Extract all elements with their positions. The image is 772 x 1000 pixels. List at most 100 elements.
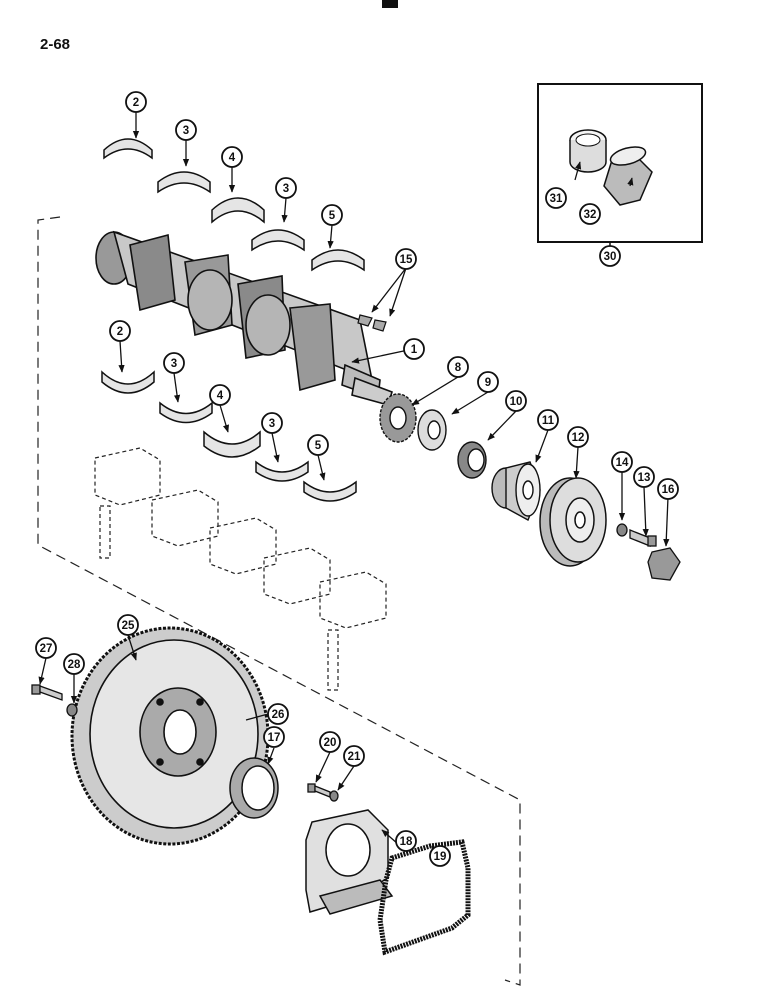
callout-number: 21 [348,751,361,763]
callout-number: 31 [550,193,563,205]
callout-number: 13 [638,472,651,484]
callout-3: 3 [275,177,297,199]
callout-number: 16 [662,484,675,496]
callout-number: 27 [40,643,53,655]
callout-21: 21 [343,745,365,767]
callout-10: 10 [505,390,527,412]
upper-bearing-shells [103,138,365,272]
callout-number: 19 [434,851,447,863]
callout-number: 4 [217,390,224,402]
callout-circle [209,384,231,406]
callout-circle [275,177,297,199]
callout-number: 9 [485,377,491,389]
callout-3: 3 [175,119,197,141]
callout-circle [633,466,655,488]
callout-circle [477,371,499,393]
callout-26: 26 [267,703,289,725]
pulley-hub [491,461,541,521]
callout-number: 20 [324,737,337,749]
callout-labels: 1234352343589101112131415161718192021252… [35,91,679,867]
crank-pulley [539,477,607,567]
callout-4: 4 [209,384,231,406]
bushing-part-31 [569,129,607,173]
flywheel [70,626,270,846]
callout-circle [447,356,469,378]
callout-circle [567,426,589,448]
callout-number: 17 [268,732,281,744]
callout-circle [657,478,679,500]
callout-number: 2 [133,97,139,109]
callout-3: 3 [163,352,185,374]
callout-2: 2 [125,91,147,113]
callout-number: 25 [122,620,135,632]
callout-number: 12 [572,432,585,444]
flywheel-bolt [31,684,78,717]
callout-number: 1 [411,344,418,356]
crank-gear [379,393,417,443]
bushing-part-32 [603,146,653,206]
callout-circle [545,187,567,209]
callout-circle [109,320,131,342]
callout-circle [599,245,621,267]
crankshaft [95,230,393,406]
callout-number: 11 [542,415,555,427]
page-number: 2-68 [40,36,71,53]
callout-20: 20 [319,731,341,753]
callout-circle [163,352,185,374]
callout-circle [579,203,601,225]
woodruff-keys [357,314,387,332]
retainer-gasket [377,839,471,956]
callout-13: 13 [633,466,655,488]
callout-18: 18 [395,830,417,852]
callout-19: 19 [429,845,451,867]
callout-12: 12 [567,426,589,448]
callout-circle [35,637,57,659]
callout-number: 2 [117,326,123,338]
callout-number: 8 [455,362,462,374]
callout-circle [307,434,329,456]
callout-circle [221,146,243,168]
front-seal [457,441,487,479]
callout-9: 9 [477,371,499,393]
callout-number: 3 [269,418,275,430]
retainer-bolt [307,783,339,802]
callout-32: 32 [579,203,601,225]
callout-8: 8 [447,356,469,378]
callout-number: 15 [400,254,413,266]
callout-number: 5 [329,210,336,222]
callout-25: 25 [117,614,139,636]
callout-28: 28 [63,653,85,675]
lower-bearing-shells [101,370,357,502]
inset-box-bushing [537,83,703,248]
callout-number: 3 [183,125,189,137]
callout-31: 31 [545,187,567,209]
callout-circle [117,614,139,636]
seal-retainer [305,809,394,915]
callout-number: 3 [171,358,177,370]
callout-number: 3 [283,183,289,195]
callout-circle [611,451,633,473]
callout-16: 16 [657,478,679,500]
callout-number: 5 [315,440,322,452]
callout-circle [175,119,197,141]
callout-number: 10 [510,396,523,408]
callout-circle [261,412,283,434]
callout-number: 32 [584,209,597,221]
pulley-fasteners [616,523,681,581]
callout-circle [537,409,559,431]
callout-27: 27 [35,637,57,659]
callout-number: 30 [604,251,617,263]
callout-15: 15 [395,248,417,270]
callout-1: 1 [403,338,425,360]
callout-circle [267,703,289,725]
thrust-washer [417,409,447,451]
callout-number: 14 [616,457,629,469]
callout-number: 18 [400,836,413,848]
callout-circle [395,830,417,852]
callout-2: 2 [109,320,131,342]
callout-number: 4 [229,152,236,164]
callout-circle [319,731,341,753]
callout-3: 3 [261,412,283,434]
callout-circle [321,204,343,226]
